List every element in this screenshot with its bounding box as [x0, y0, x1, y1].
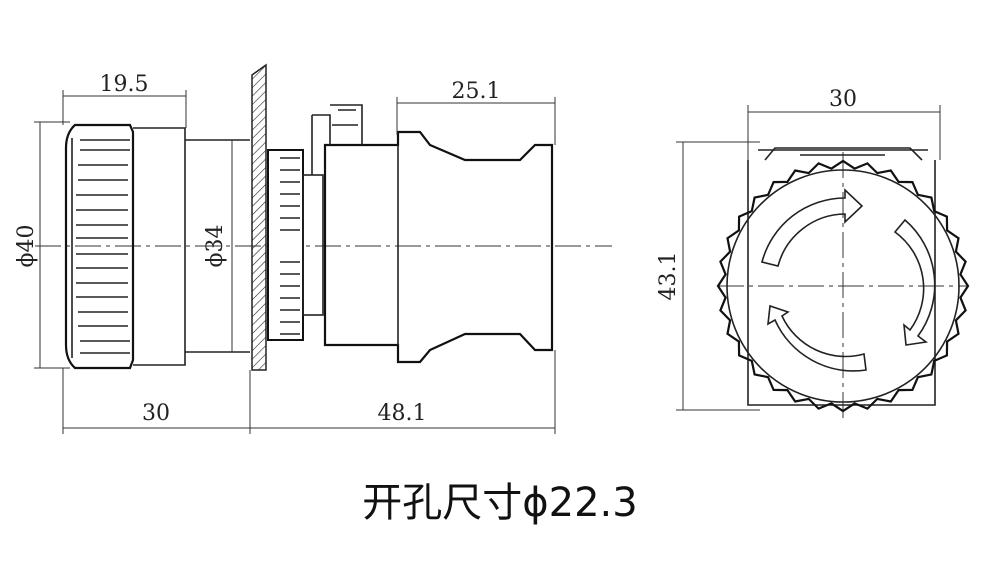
panel-hatched	[251, 63, 267, 371]
dim-phi-40: ϕ40	[14, 225, 39, 268]
nut	[267, 149, 304, 341]
front-view: 30 43.1	[656, 87, 970, 418]
dim-43-1: 43.1	[656, 252, 681, 301]
dim-phi-34: ϕ34	[203, 225, 228, 268]
side-view: 19.5 25.1 ϕ40 ϕ34 30 48.1	[14, 63, 612, 434]
contact-block	[311, 104, 554, 364]
cutout-size-caption: 开孔尺寸ϕ22.3	[362, 480, 638, 526]
dim-48-1: 48.1	[378, 401, 427, 426]
side-dimensions	[34, 90, 556, 434]
dim-30-bottom: 30	[142, 401, 170, 426]
knurled-head	[64, 123, 186, 370]
knob-edge	[716, 159, 970, 413]
dim-19-5: 19.5	[100, 72, 149, 97]
dim-25-1: 25.1	[452, 79, 501, 104]
dim-30-top: 30	[829, 87, 857, 112]
rotate-arrows-icon	[761, 188, 936, 372]
